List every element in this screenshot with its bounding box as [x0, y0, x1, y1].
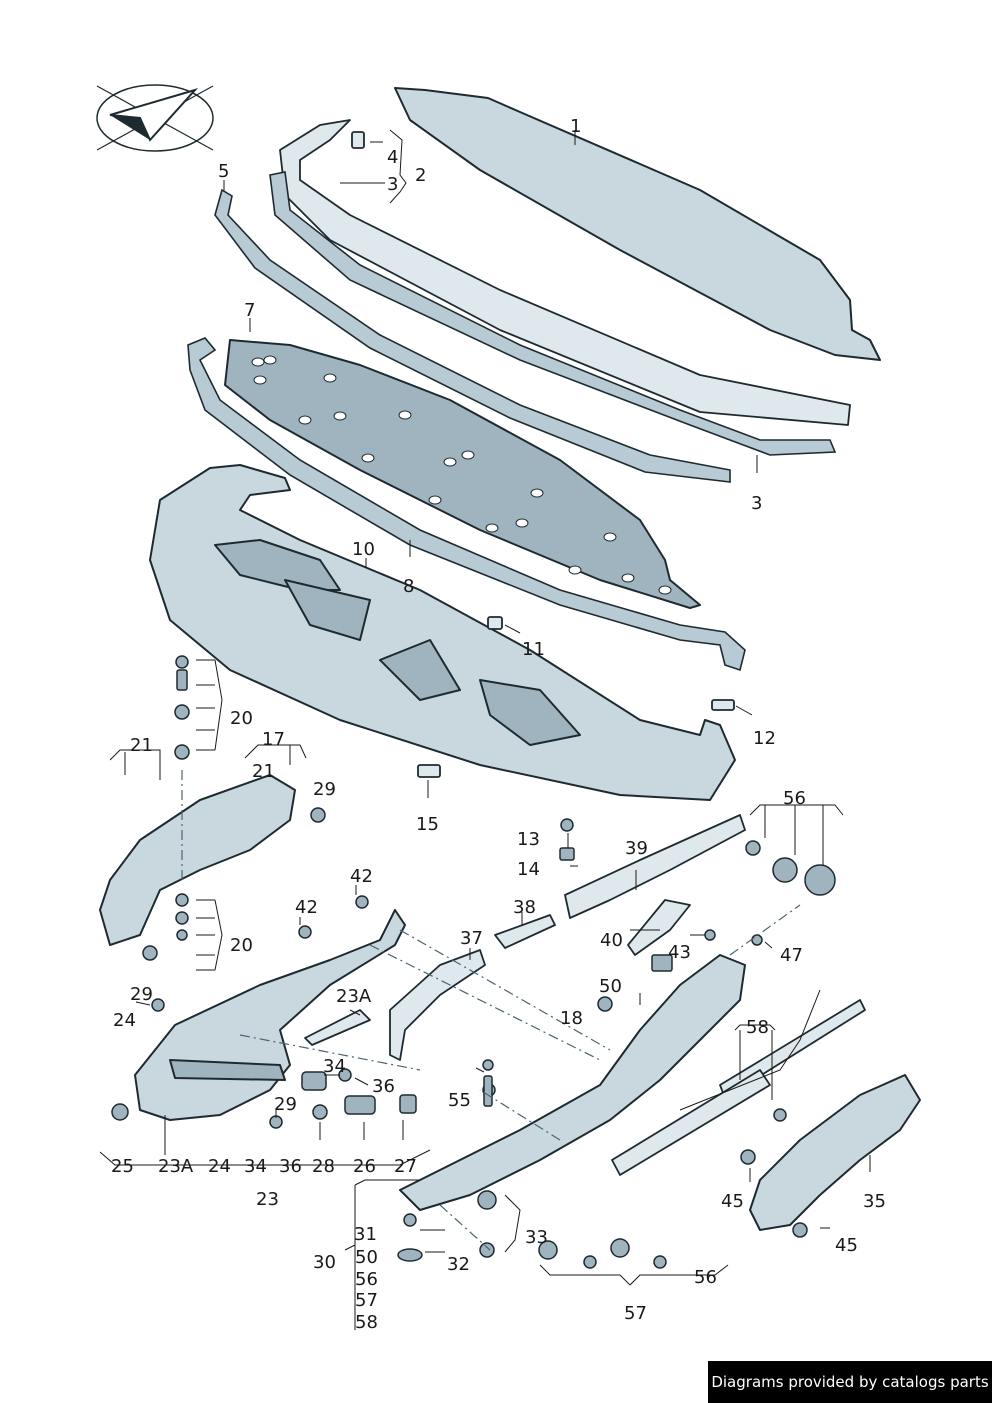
part-5-seal: [214, 188, 731, 483]
label-18: 18: [560, 1008, 583, 1029]
label-45-lower: 45: [835, 1235, 858, 1256]
label-36-bottom: 36: [279, 1156, 302, 1177]
part-17-bracket: [99, 774, 296, 946]
part-37-trim: [389, 949, 486, 1061]
label-20-bottom: 20: [230, 935, 253, 956]
label-11: 11: [522, 639, 545, 660]
direction-logo: [96, 84, 214, 152]
part-8-seal: [187, 337, 746, 672]
label-13: 13: [517, 829, 540, 850]
label-56-bottom: 56: [694, 1267, 717, 1288]
label-50-mid: 50: [599, 976, 622, 997]
label-14: 14: [517, 859, 540, 880]
part-12-clip: [711, 699, 735, 711]
part-23a-link: [304, 1009, 371, 1046]
label-28: 28: [312, 1156, 335, 1177]
label-7: 7: [244, 300, 255, 321]
part-2-trim: [279, 119, 851, 426]
label-58-list: 58: [355, 1312, 378, 1333]
part-39-trim: [564, 814, 746, 919]
label-57-list: 57: [355, 1290, 378, 1311]
label-56-top: 56: [783, 788, 806, 809]
label-5: 5: [218, 161, 229, 182]
part-23a-spring: [169, 1059, 286, 1081]
part-1-cover: [394, 87, 881, 361]
label-37: 37: [460, 928, 483, 949]
label-23a-top: 23A: [336, 986, 372, 1007]
label-21-right: 21: [252, 761, 275, 782]
label-35: 35: [863, 1191, 886, 1212]
label-42-upper: 42: [350, 866, 373, 887]
label-42-lower: 42: [295, 897, 318, 918]
part-38-block: [494, 914, 556, 949]
label-29-left: 29: [130, 984, 153, 1005]
label-33: 33: [525, 1227, 548, 1248]
label-3-top: 3: [387, 174, 398, 195]
label-50-list: 50: [355, 1247, 378, 1268]
part-40-cover: [627, 899, 691, 956]
panel-holes: [251, 355, 672, 595]
label-29-bottom: 29: [274, 1094, 297, 1115]
label-27: 27: [394, 1156, 417, 1177]
label-20-top: 20: [230, 708, 253, 729]
label-55: 55: [448, 1090, 471, 1111]
label-24-left: 24: [113, 1010, 136, 1031]
part-30-linkage: [399, 954, 746, 1211]
label-43: 43: [668, 942, 691, 963]
part-15-clip: [417, 764, 441, 778]
label-38: 38: [513, 897, 536, 918]
part-11-clip: [487, 616, 503, 630]
part-35-bracket: [749, 1074, 921, 1231]
leader-lines: [99, 129, 871, 1330]
frame-cutouts: [214, 539, 581, 746]
label-39: 39: [625, 838, 648, 859]
assembly-lines: [181, 770, 801, 1251]
label-10: 10: [352, 539, 375, 560]
part-7-panel: [224, 339, 701, 609]
part-58-rod: [679, 989, 821, 1111]
label-29-top: 29: [313, 779, 336, 800]
fasteners: [111, 655, 836, 1269]
label-1: 1: [570, 116, 581, 137]
label-47: 47: [780, 945, 803, 966]
part-3-seal: [269, 171, 837, 456]
part-58-rail-lower: [611, 1069, 771, 1176]
label-32: 32: [447, 1254, 470, 1275]
part-labels: 1 2 3 3 4 5 7 8 10 11 12 13 14 15 17 18 …: [111, 116, 886, 1333]
label-58-right: 58: [746, 1017, 769, 1038]
label-34-bottom: 34: [244, 1156, 267, 1177]
label-12: 12: [753, 728, 776, 749]
label-45-upper: 45: [721, 1191, 744, 1212]
label-23: 23: [256, 1189, 279, 1210]
label-26: 26: [353, 1156, 376, 1177]
label-56-list: 56: [355, 1269, 378, 1290]
label-3-right: 3: [751, 493, 762, 514]
label-34-mid: 34: [323, 1056, 346, 1077]
label-8: 8: [403, 576, 414, 597]
label-17: 17: [262, 729, 285, 750]
label-21-left: 21: [130, 735, 153, 756]
label-15: 15: [416, 814, 439, 835]
label-2: 2: [415, 165, 426, 186]
label-25: 25: [111, 1156, 134, 1177]
label-57-bottom: 57: [624, 1303, 647, 1324]
label-23a-bottom: 23A: [158, 1156, 194, 1177]
label-40: 40: [600, 930, 623, 951]
part-4-clip: [351, 131, 365, 149]
label-30: 30: [313, 1252, 336, 1273]
label-24-bottom: 24: [208, 1156, 231, 1177]
label-36-mid: 36: [372, 1076, 395, 1097]
label-4: 4: [387, 147, 398, 168]
label-31: 31: [354, 1224, 377, 1245]
part-10-frame: [149, 464, 736, 801]
footer-credit: Diagrams provided by catalogs parts: [708, 1361, 992, 1403]
